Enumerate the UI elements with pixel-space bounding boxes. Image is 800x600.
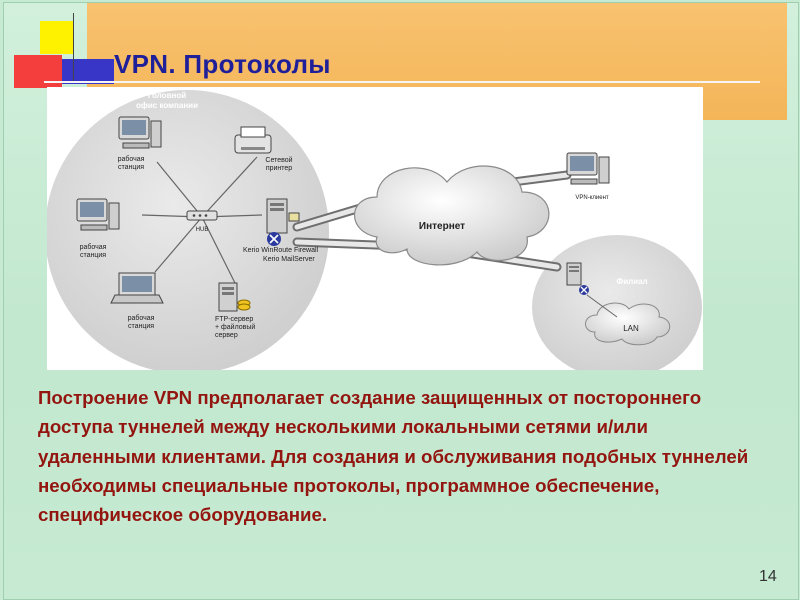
printer-label-1: Сетевой — [265, 156, 292, 164]
workstation-3-label-1: рабочая — [128, 314, 155, 322]
yellow-square-decoration — [40, 21, 74, 54]
branch-zone — [532, 235, 702, 370]
workstation-3-label-2: станция — [128, 323, 154, 330]
diagram-svg: Интернет LAN Головной офис компании рабо… — [47, 90, 702, 370]
ftp-label-3: сервер — [215, 332, 238, 339]
slide-title: VPN. Протоколы — [114, 49, 331, 79]
internet-cloud — [353, 165, 550, 266]
workstation-2-label-2: станция — [80, 252, 106, 259]
lan-label: LAN — [623, 324, 639, 333]
workstation-1-label-2: станция — [118, 164, 144, 171]
blue-square-decoration — [62, 59, 114, 84]
vpn-network-diagram: Интернет LAN Головной офис компании рабо… — [47, 87, 703, 370]
firewall-label-2: Kerio MailServer — [263, 256, 315, 263]
workstation-2-label-1: рабочая — [80, 243, 107, 251]
title-underline — [44, 81, 760, 83]
slide: VPN. Протоколы — [3, 2, 799, 600]
laptop-icon — [110, 272, 164, 304]
ftp-label-1: FTP-сервер — [215, 316, 253, 323]
page-number: 14 — [759, 568, 777, 585]
vertical-divider — [73, 13, 74, 83]
branch-shield-icon — [579, 285, 589, 295]
branch-server-icon — [566, 262, 582, 286]
workstation-computer-icon — [76, 198, 120, 231]
vpn-client-computer-icon — [566, 152, 610, 185]
branch-label: Филиал — [616, 277, 647, 286]
head-office-label-2: офис компании — [136, 101, 198, 110]
vpn-client-label: VPN-клиент — [575, 195, 609, 201]
firewall-label-1: Kerio WinRoute Firewall — [243, 247, 319, 254]
ftp-label-2: + файловый — [215, 323, 255, 331]
slide-body-text: Построение VPN предполагает создание защ… — [38, 387, 749, 526]
hub-label: HUB — [196, 227, 209, 233]
workstation-1-label-1: рабочая — [118, 155, 145, 163]
branch-lan-link — [586, 294, 618, 318]
workstation-computer-icon — [118, 116, 162, 149]
red-square-decoration — [14, 55, 62, 88]
firewall-server-icon — [266, 198, 300, 234]
head-office-label-1: Головной — [148, 91, 186, 100]
printer-icon — [234, 126, 272, 154]
lan-cloud — [585, 302, 671, 346]
internet-label: Интернет — [419, 221, 465, 232]
firewall-shield-icon — [267, 232, 281, 246]
ftp-server-icon — [218, 282, 251, 312]
hub-icon — [186, 210, 218, 221]
printer-label-2: принтер — [266, 165, 292, 172]
